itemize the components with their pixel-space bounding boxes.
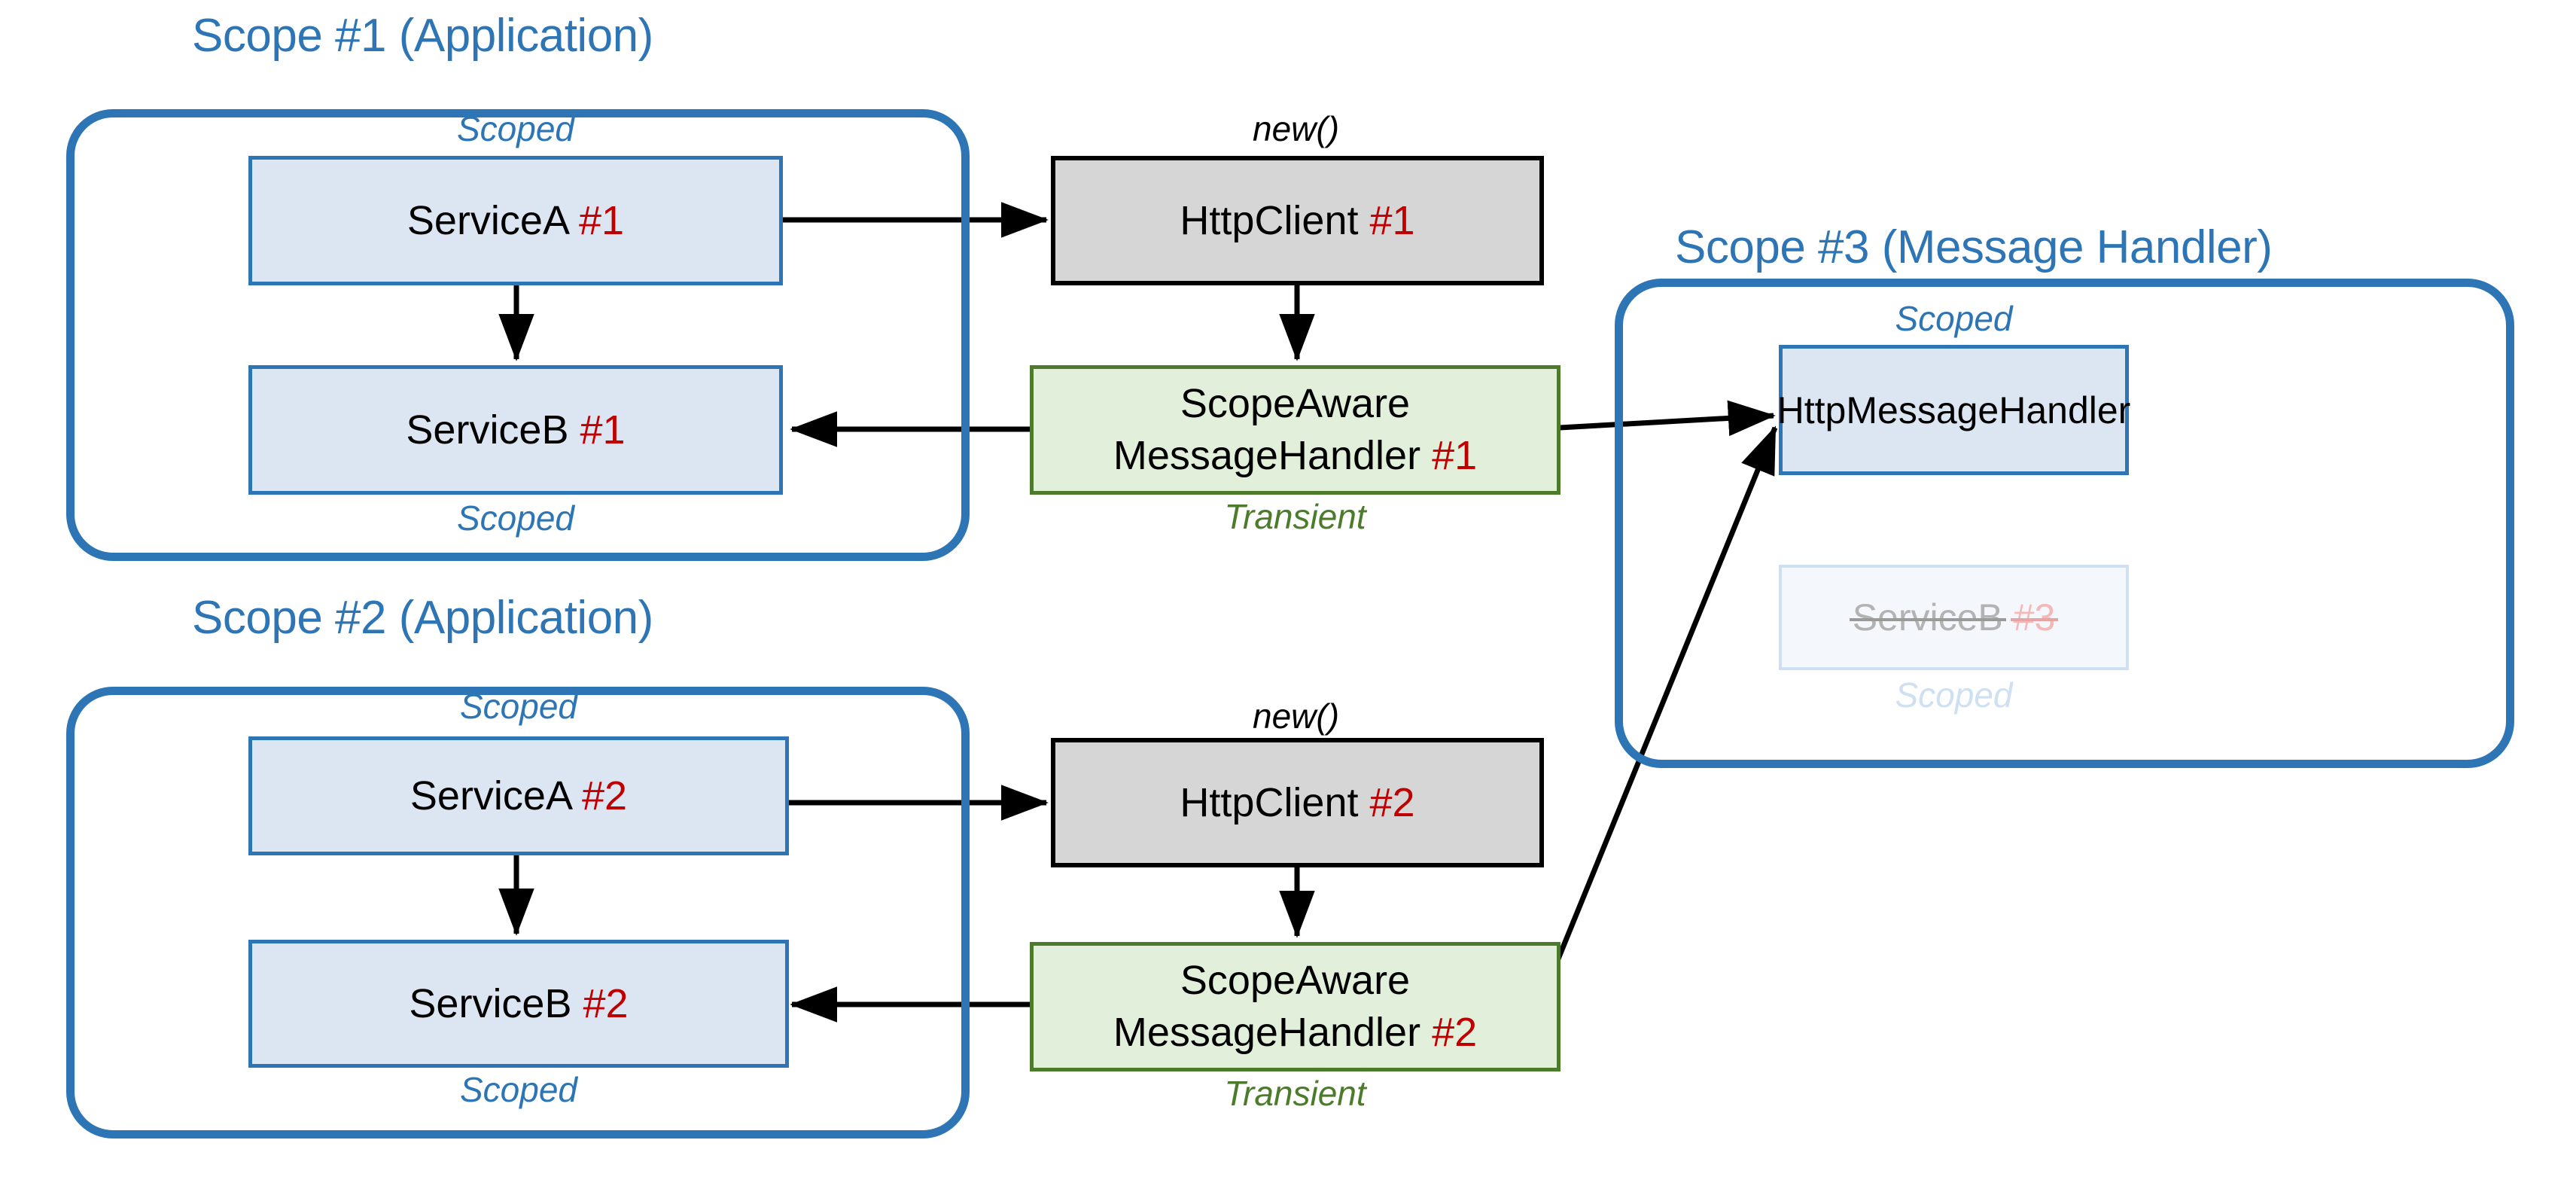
handler2-lifetime-label: Transient — [1224, 1074, 1366, 1113]
handler1-line1: ScopeAware — [1180, 380, 1411, 426]
serviceb3-number: #3 — [2010, 596, 2058, 639]
node-serviceb-3[interactable]: ServiceB #3 — [1779, 565, 2129, 670]
httpmessagehandler-name: HttpMessageHandler — [1777, 389, 2131, 431]
serviceb1-number: #1 — [580, 407, 626, 453]
serviceb3-lifetime-label: Scoped — [1895, 675, 2013, 715]
httpclient2-name: HttpClient — [1180, 779, 1359, 825]
node-scopeaware-messagehandler-1[interactable]: ScopeAware MessageHandler #1 — [1030, 365, 1561, 495]
serviceb2-number: #2 — [583, 980, 629, 1026]
servicea2-number: #2 — [582, 773, 628, 818]
serviceb2-name: ServiceB — [409, 980, 572, 1026]
servicea1-name: ServiceA — [406, 197, 568, 243]
httpclient1-number: #1 — [1369, 197, 1415, 243]
serviceb1-name: ServiceB — [406, 407, 569, 453]
scope-2-container — [66, 687, 970, 1139]
httpclient1-name: HttpClient — [1180, 197, 1359, 243]
httpclient1-new-label: new() — [1253, 109, 1340, 148]
serviceb1-lifetime-label: Scoped — [456, 498, 574, 538]
httpmessagehandler-lifetime-label: Scoped — [1895, 299, 2013, 338]
node-servicea-2[interactable]: ServiceA #2 — [248, 736, 789, 855]
handler1-line2: MessageHandler — [1113, 433, 1421, 478]
handler2-line1: ScopeAware — [1180, 957, 1411, 1003]
node-serviceb-1[interactable]: ServiceB #1 — [248, 365, 783, 495]
scope-1-title: Scope #1 (Application) — [192, 10, 653, 62]
servicea2-name: ServiceA — [410, 773, 571, 818]
scope-2-title: Scope #2 (Application) — [192, 592, 653, 644]
httpclient2-number: #2 — [1369, 779, 1415, 825]
node-httpclient-2[interactable]: HttpClient #2 — [1051, 738, 1544, 867]
handler2-number: #2 — [1432, 1010, 1478, 1055]
scope-1-container — [66, 109, 970, 561]
node-httpclient-1[interactable]: HttpClient #1 — [1051, 156, 1544, 285]
node-httpmessagehandler[interactable]: HttpMessageHandler — [1777, 345, 2131, 475]
handler2-line2: MessageHandler — [1113, 1010, 1421, 1055]
servicea1-number: #1 — [579, 197, 625, 243]
node-scopeaware-messagehandler-2[interactable]: ScopeAware MessageHandler #2 — [1030, 942, 1561, 1071]
node-servicea-1[interactable]: ServiceA #1 — [248, 156, 783, 285]
servicea1-lifetime-label: Scoped — [456, 109, 574, 148]
handler1-number: #1 — [1432, 433, 1478, 478]
servicea2-lifetime-label: Scoped — [459, 687, 577, 726]
serviceb2-lifetime-label: Scoped — [459, 1070, 577, 1109]
node-serviceb-2[interactable]: ServiceB #2 — [248, 940, 789, 1068]
serviceb3-name: ServiceB — [1849, 596, 2006, 639]
scope-3-container — [1615, 279, 2514, 768]
handler1-lifetime-label: Transient — [1224, 497, 1366, 536]
httpclient2-new-label: new() — [1253, 697, 1340, 736]
scope-3-title: Scope #3 (Message Handler) — [1675, 221, 2273, 273]
